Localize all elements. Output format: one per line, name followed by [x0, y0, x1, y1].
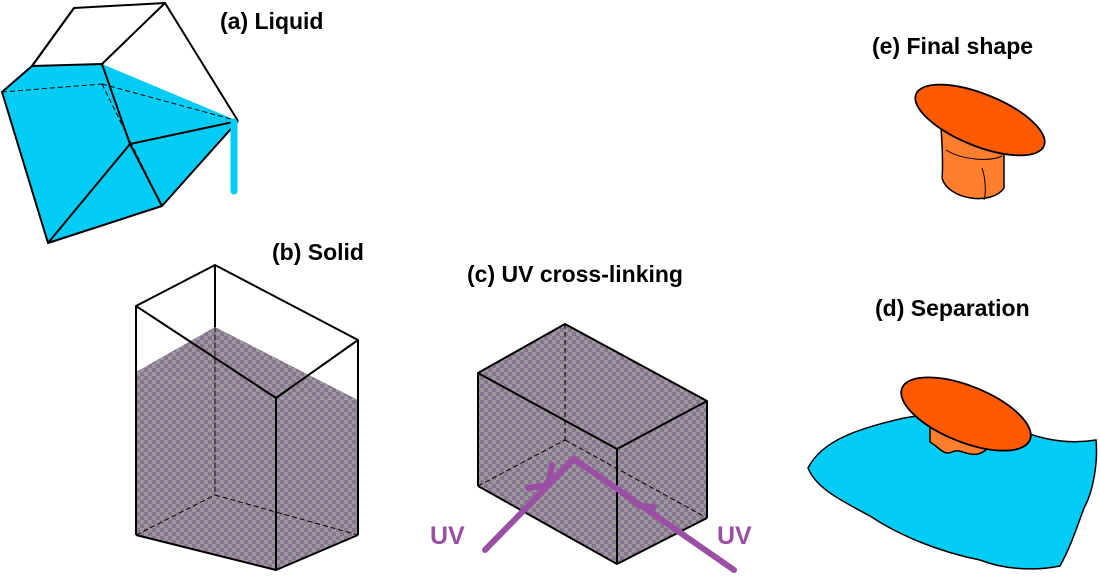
- final-stem-edge: [981, 167, 986, 201]
- solid-fill-right: [276, 398, 358, 570]
- panel-a-label: (a) Liquid: [220, 8, 323, 34]
- panel-d-label: (d) Separation: [875, 295, 1030, 321]
- panel-d-separation: (d) Separation: [807, 295, 1098, 570]
- uv-arrow-head: [525, 462, 555, 491]
- uv-beam-left: [482, 456, 577, 553]
- hidden-edges: [1, 83, 239, 207]
- box-outline: [135, 264, 359, 571]
- uv-label-left: UV: [430, 522, 465, 550]
- separation-cap: [900, 376, 1032, 452]
- liquid-fill: [2, 64, 238, 243]
- final-stem-shading: [945, 149, 1003, 160]
- final-cap: [914, 83, 1046, 157]
- panel-a-liquid: (a) Liquid: [1, 2, 323, 244]
- solid-fill-left: [136, 372, 276, 570]
- panel-c-uv-crosslinking: UV UV (c) UV cross-linking: [430, 261, 752, 573]
- hidden-edges: [135, 327, 359, 536]
- tilted-box-outline: [1, 2, 239, 244]
- panel-b-solid: (b) Solid: [135, 239, 364, 571]
- uv-beam-right: [571, 456, 737, 573]
- panel-c-label: (c) UV cross-linking: [467, 261, 683, 287]
- panel-e-final-shape: (e) Final shape: [872, 33, 1046, 201]
- uv-label-right: UV: [717, 522, 752, 550]
- uv-arrow-head: [624, 493, 657, 510]
- panel-e-label: (e) Final shape: [872, 33, 1033, 59]
- solid-fill-top: [136, 327, 358, 400]
- panel-b-label: (b) Solid: [272, 239, 364, 265]
